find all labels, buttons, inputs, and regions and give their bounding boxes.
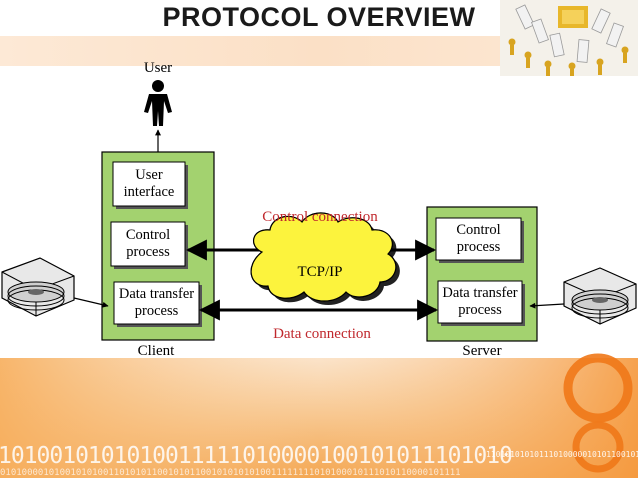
tcpip-label: TCP/IP — [297, 264, 343, 280]
client-disk-drive-icon — [1, 257, 109, 317]
server-data-transfer-text: Data transfer process — [442, 285, 518, 318]
server-control-process-box — [435, 217, 524, 263]
data-connection-label: Data connection — [273, 326, 371, 342]
client-user-interface-box — [112, 161, 188, 209]
server-control-process-text: Control process — [456, 222, 501, 255]
client-data-transfer-box — [113, 281, 202, 327]
user-person-icon — [144, 80, 172, 126]
control-connection-label: Control connection — [262, 209, 378, 225]
slide-title: PROTOCOL OVERVIEW — [162, 2, 476, 32]
client-user-interface-text: User interface — [123, 167, 175, 200]
binary-code-strip: 1010010101010011111010000100101011101010… — [0, 444, 638, 478]
server-data-transfer-box — [437, 280, 525, 326]
server-label: Server — [462, 343, 502, 359]
server-disk-drive-icon — [529, 267, 637, 325]
client-label: Client — [137, 343, 175, 359]
decorative-image — [500, 0, 638, 76]
client-data-transfer-text: Data transfer process — [118, 286, 195, 319]
client-control-process-box — [110, 221, 188, 269]
client-control-process-text: Control process — [125, 227, 171, 260]
user-label: User — [143, 60, 173, 76]
